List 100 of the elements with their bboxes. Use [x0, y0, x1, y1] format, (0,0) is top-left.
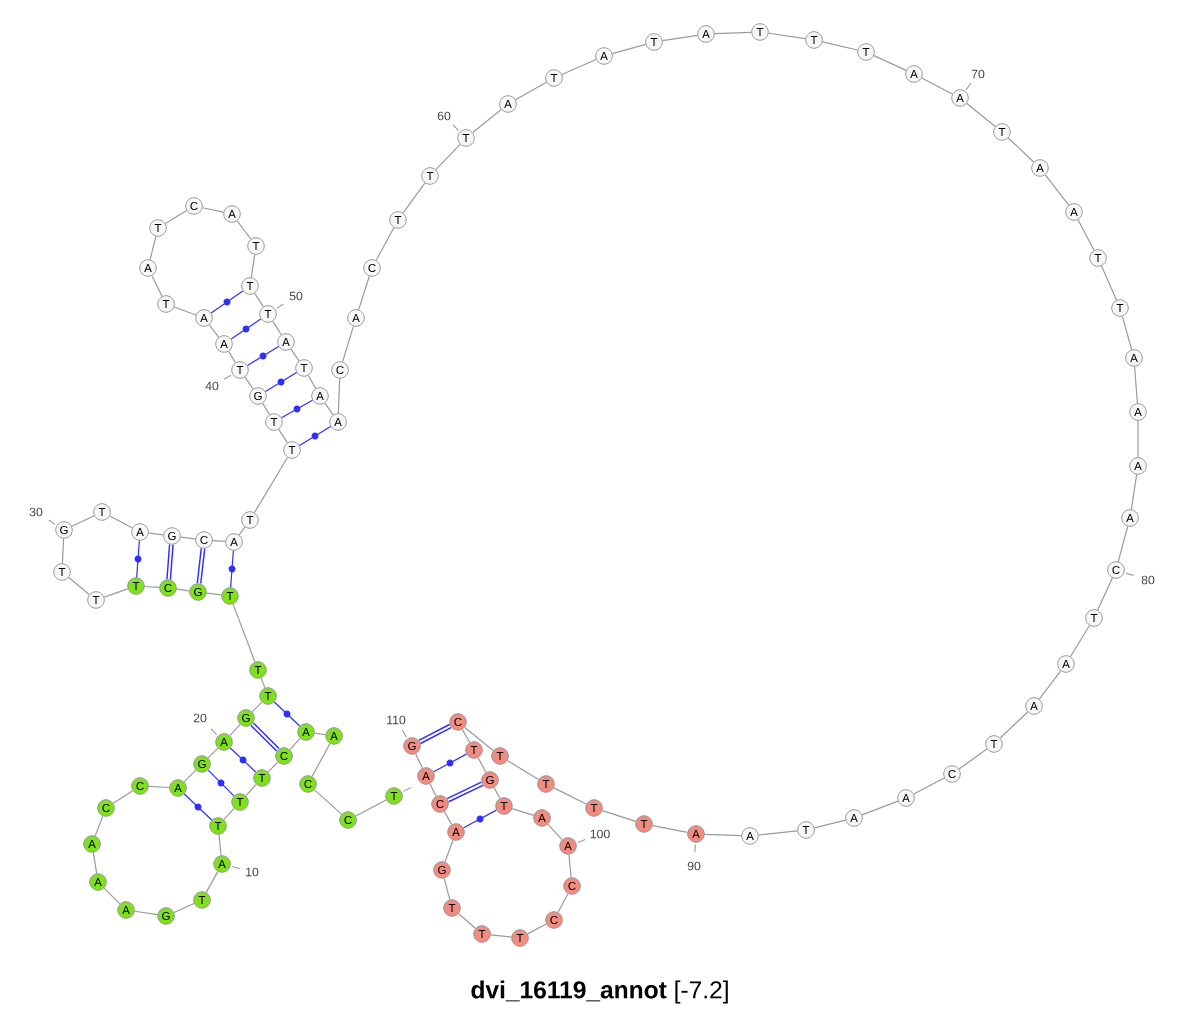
backbone-line [966, 102, 996, 128]
backbone-line [1097, 577, 1113, 611]
backbone-line [232, 603, 256, 663]
backbone-line [92, 852, 98, 874]
backbone-line [921, 77, 953, 95]
backbone-line [173, 306, 197, 316]
backbone-line [206, 592, 222, 596]
backbone-line [324, 402, 334, 416]
backbone-line [601, 810, 637, 822]
backbone-line [1077, 219, 1095, 251]
backbone-line [490, 934, 512, 938]
backbone-line [307, 374, 317, 389]
backbone-line [262, 402, 271, 416]
base-pair-line [166, 543, 174, 581]
backbone-line [611, 43, 647, 55]
backbone-line [375, 227, 395, 261]
backbone-line [461, 728, 471, 743]
backbone-line [103, 887, 121, 905]
backbone-line [1130, 474, 1138, 510]
backbone-line [148, 532, 164, 536]
backbone-line [207, 747, 219, 759]
backbone-line [402, 182, 426, 214]
base-pair-line [230, 318, 262, 340]
backbone-line [245, 783, 257, 797]
base-pair-line [281, 399, 313, 419]
backbone-line [861, 800, 899, 816]
base-pair-line [298, 425, 332, 447]
backbone-line [493, 787, 501, 799]
backbone-line [144, 585, 160, 589]
backbone-line [444, 839, 454, 863]
backbone-line [415, 753, 423, 769]
backbone-line [149, 235, 157, 261]
backbone-line [358, 275, 370, 311]
base-pair-line [273, 701, 301, 727]
base-pair-line [228, 550, 236, 588]
backbone-line [568, 854, 572, 878]
base-pair-line [183, 793, 213, 821]
backbone-line [714, 31, 752, 35]
backbone-line [1038, 670, 1062, 700]
backbone-line [1069, 624, 1091, 658]
backbone-line [151, 275, 163, 297]
backbone-line [289, 737, 301, 751]
backbone-line [180, 536, 196, 540]
backbone-line [355, 799, 387, 817]
backbone-line [272, 320, 282, 336]
base-pair-line [463, 809, 497, 829]
backbone-line [1134, 366, 1138, 404]
backbone-line [704, 833, 742, 837]
base-pair-line [446, 781, 484, 803]
backbone-line [515, 81, 547, 101]
backbone-line [251, 701, 263, 713]
backbone-line [250, 254, 256, 278]
backbone-line [212, 539, 226, 542]
base-pair-line [210, 290, 244, 314]
backbone-line [652, 825, 689, 833]
base-pair-line [250, 722, 280, 752]
backbone-line [443, 810, 453, 825]
backbone-line [758, 830, 798, 836]
backbone-line [527, 923, 547, 935]
backbone-line [208, 324, 220, 338]
base-pair-line [433, 753, 467, 773]
backbone-line [553, 787, 587, 805]
backbone-line [999, 711, 1029, 739]
backbone-line [821, 41, 859, 51]
base-pair-line [246, 345, 280, 367]
backbone-line [229, 723, 241, 737]
backbone-line [1007, 137, 1035, 163]
backbone-line [164, 209, 188, 225]
backbone-line [260, 677, 266, 689]
backbone-line [71, 515, 95, 527]
backbone-line [341, 325, 355, 363]
backbone-line [443, 877, 451, 901]
backbone-line [768, 32, 806, 40]
base-pair-line [196, 547, 206, 585]
backbone-line [313, 789, 343, 815]
backbone-line [311, 743, 331, 777]
backbone-line [176, 588, 190, 592]
backbone-line [873, 55, 907, 71]
title: dvi_16119_annot [-7.2] [471, 980, 728, 1004]
backbone-line [1117, 525, 1129, 563]
backbone-line [1137, 420, 1139, 458]
base-pair-line [134, 540, 142, 578]
backbone-line [506, 759, 540, 781]
base-pair-line [229, 747, 257, 773]
backbone-line [61, 538, 65, 564]
backbone-line [94, 815, 104, 837]
backbone-line [68, 576, 90, 596]
backbone-line [218, 834, 222, 856]
backbone-line [205, 871, 219, 893]
backbone-line [109, 515, 133, 529]
backbone-line [267, 761, 279, 773]
backbone-line [435, 143, 461, 171]
backbone-line [464, 726, 494, 752]
backbone-line [472, 108, 502, 134]
backbone-line [458, 913, 476, 929]
backbone-line [148, 785, 170, 789]
base-pair-line [207, 769, 235, 797]
backbone-line [337, 378, 341, 414]
backbone-line [173, 902, 195, 914]
backbone-line [103, 588, 129, 598]
